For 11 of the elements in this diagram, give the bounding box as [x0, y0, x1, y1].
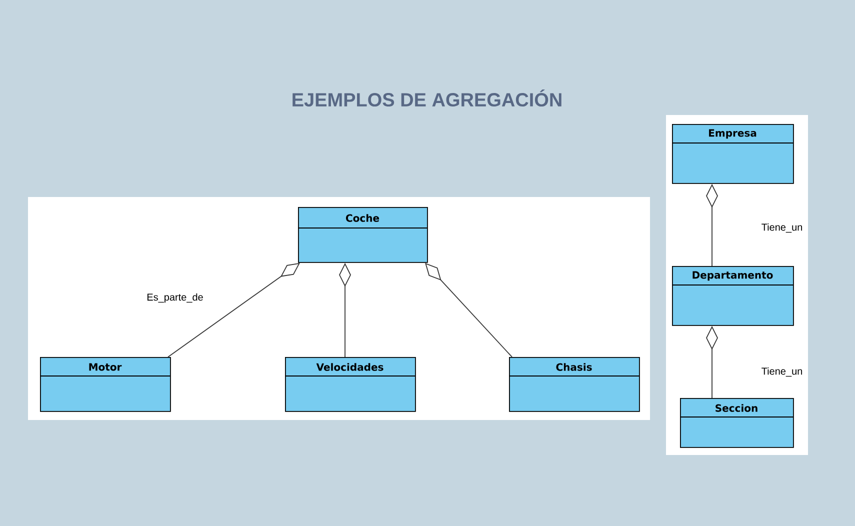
class-box: Motor — [40, 357, 171, 412]
edge-label: Tiene_un — [762, 367, 802, 377]
class-box: Chasis — [508, 357, 640, 412]
class-box: Empresa — [672, 124, 794, 184]
edge-label: Es_parte_de — [147, 293, 203, 303]
class-box: Seccion — [680, 398, 794, 448]
class-box: Coche — [298, 207, 428, 263]
title: EJEMPLOS DE AGREGACIÓN — [292, 90, 562, 106]
class-box: Departamento — [672, 266, 794, 326]
class-box: Velocidades — [284, 357, 416, 412]
edge-label: Tiene_un — [762, 223, 802, 233]
